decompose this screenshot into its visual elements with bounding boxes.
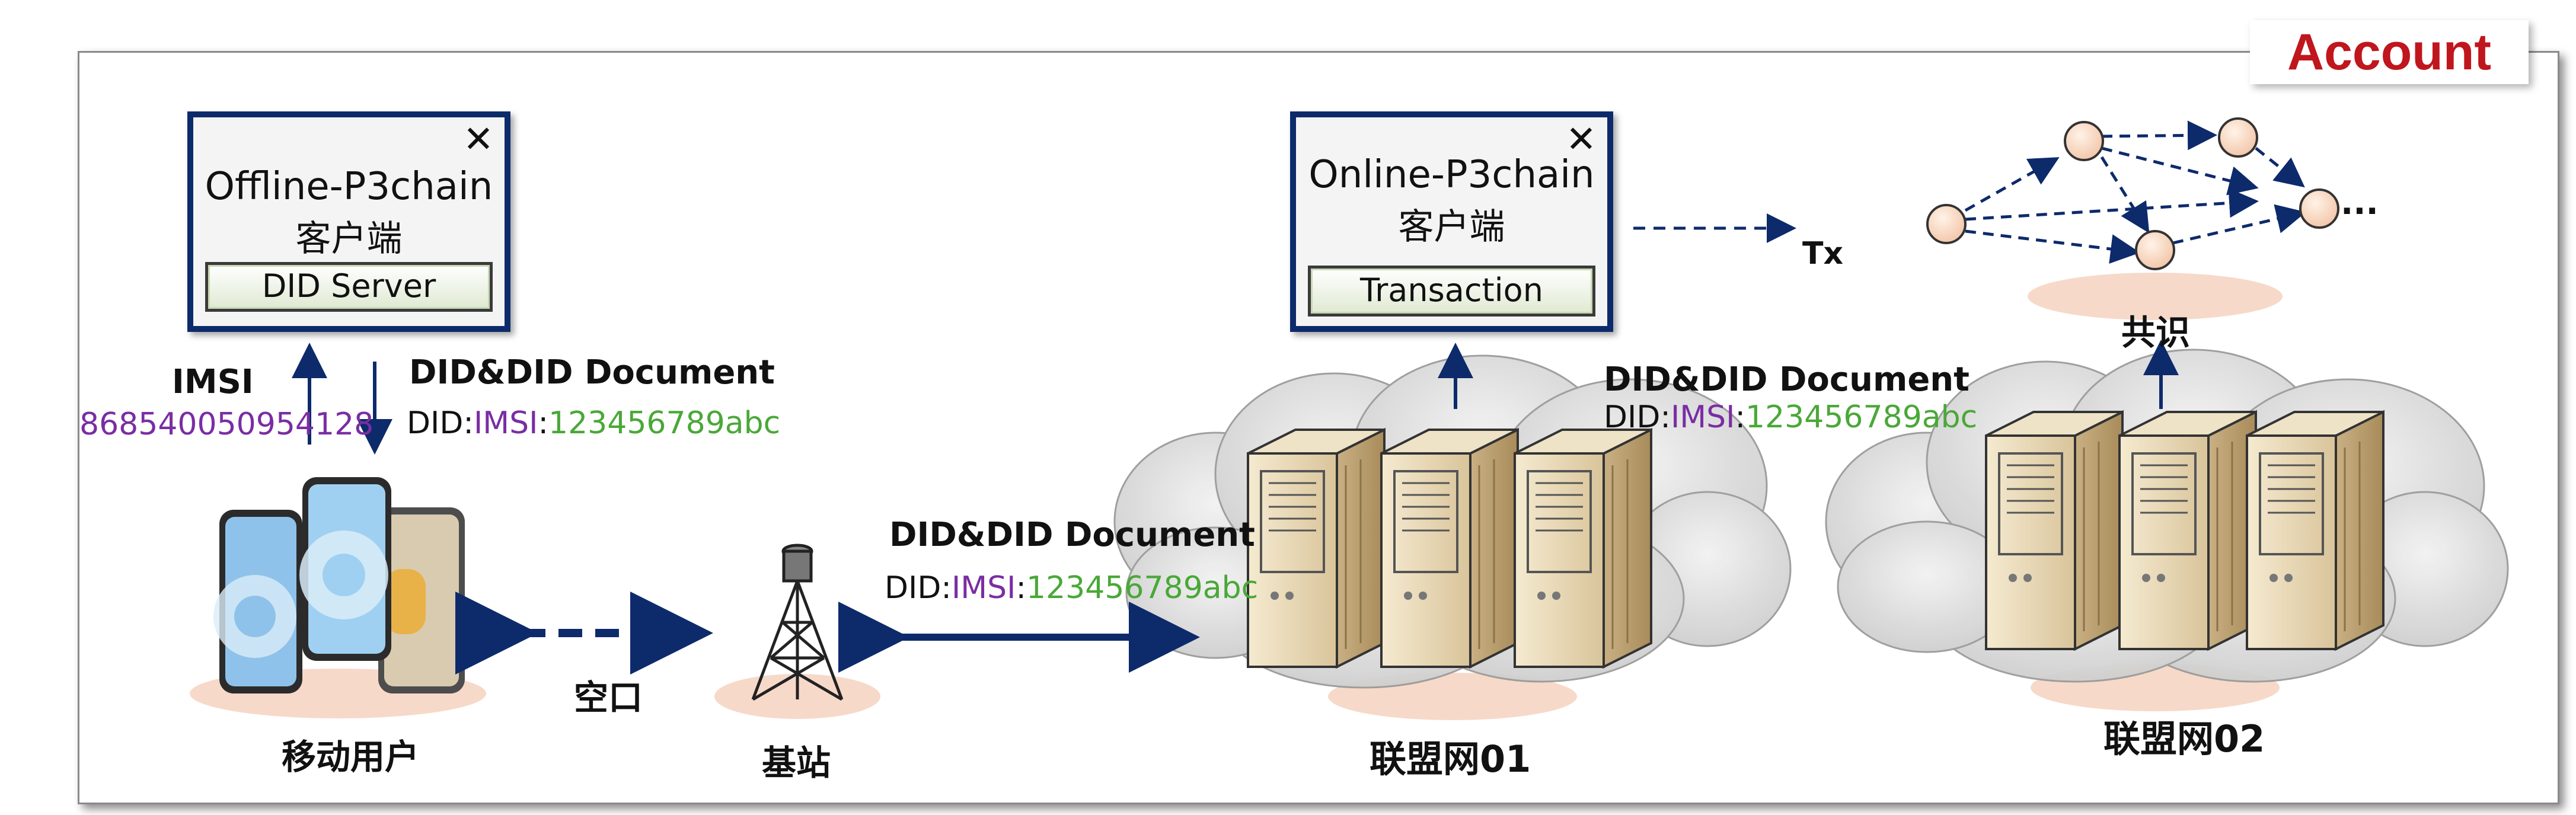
consensus-node-5 xyxy=(2299,188,2339,229)
server-02-c xyxy=(2246,411,2385,650)
consensus-label: 共识 xyxy=(2121,312,2191,353)
alliance-01-label: 联盟网01 xyxy=(1370,737,1531,781)
server-02-b xyxy=(2118,411,2257,650)
consensus-node-1 xyxy=(1926,204,1967,244)
right-did-line: DID:IMSI:123456789abc xyxy=(1604,399,1977,435)
did-value: 123456789abc xyxy=(1026,570,1259,606)
tx-label: Tx xyxy=(1802,236,1844,271)
did-prefix: DID: xyxy=(407,405,474,441)
close-icon[interactable]: ✕ xyxy=(463,117,494,161)
online-window-subtitle: 客户端 xyxy=(1398,206,1505,248)
consensus-node-2 xyxy=(2064,121,2104,161)
account-tag: Account xyxy=(2250,20,2529,84)
online-p3chain-window: ✕ Online-P3chain 客户端 Transaction xyxy=(1290,111,1613,332)
did-imsi: IMSI xyxy=(1670,399,1735,435)
base-station-icon xyxy=(751,544,844,701)
did-sep: : xyxy=(538,405,549,441)
alliance-02-label: 联盟网02 xyxy=(2103,717,2265,760)
left-doc-label: DID&DID Document xyxy=(409,353,775,392)
close-icon[interactable]: ✕ xyxy=(1566,117,1597,161)
account-tag-label: Account xyxy=(2287,23,2491,81)
consensus-node-4 xyxy=(2135,230,2175,270)
did-value: 123456789abc xyxy=(548,405,781,441)
did-prefix: DID: xyxy=(1604,399,1671,435)
air-interface-label: 空口 xyxy=(574,677,643,718)
base-station-label: 基站 xyxy=(762,743,831,783)
mid-did-line: DID:IMSI:123456789abc xyxy=(885,570,1258,606)
imsi-value: 868540050954128 xyxy=(79,407,374,442)
platform-consensus xyxy=(2028,273,2283,320)
consensus-network xyxy=(1964,120,2306,264)
did-imsi: IMSI xyxy=(951,570,1016,606)
offline-p3chain-window: ✕ Offline-P3chain 客户端 DID Server xyxy=(187,111,510,332)
did-sep: : xyxy=(1016,570,1027,606)
server-01-c xyxy=(1514,429,1652,668)
offline-window-title: Offline-P3chain xyxy=(205,165,493,209)
did-prefix: DID: xyxy=(885,570,952,606)
online-window-title: Online-P3chain xyxy=(1308,153,1595,197)
did-sep: : xyxy=(1735,399,1746,435)
mobile-phones-icon xyxy=(213,477,465,693)
mid-doc-label: DID&DID Document xyxy=(889,516,1255,554)
mobile-user-label: 移动用户 xyxy=(282,737,420,777)
consensus-node-3 xyxy=(2218,117,2258,158)
server-01-b xyxy=(1380,429,1519,668)
consensus-ellipsis: ... xyxy=(2341,184,2379,222)
offline-window-subtitle: 客户端 xyxy=(295,218,403,260)
server-01-a xyxy=(1247,429,1386,668)
transaction-button[interactable]: Transaction xyxy=(1308,266,1595,317)
did-value: 123456789abc xyxy=(1745,399,1978,435)
did-server-button[interactable]: DID Server xyxy=(205,262,493,312)
right-doc-label: DID&DID Document xyxy=(1604,360,1969,399)
left-did-line: DID:IMSI:123456789abc xyxy=(407,405,780,441)
server-02-a xyxy=(1985,411,2124,650)
did-imsi: IMSI xyxy=(473,405,538,441)
imsi-label: IMSI xyxy=(172,363,254,401)
